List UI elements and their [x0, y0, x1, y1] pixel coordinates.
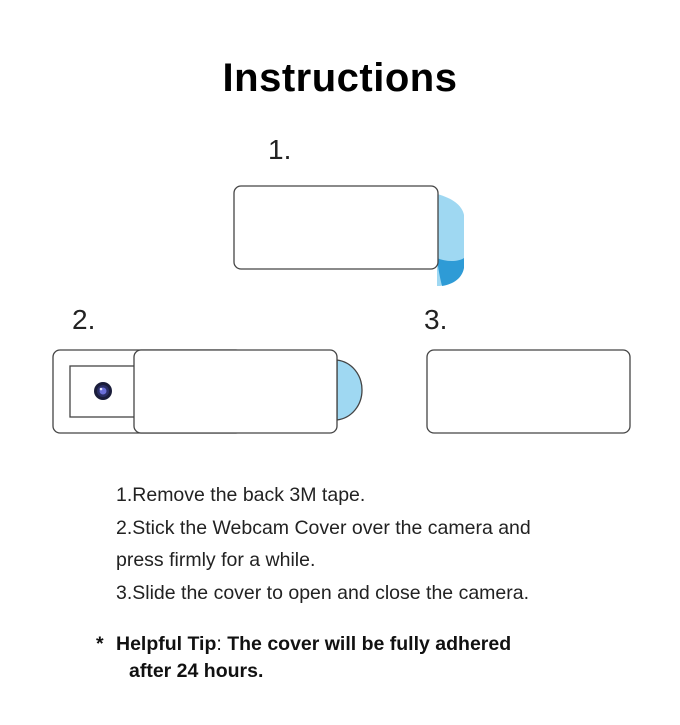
step-3-illustration — [426, 349, 631, 434]
step-1-illustration — [233, 185, 464, 286]
tape-tab — [336, 359, 363, 421]
instruction-step-3: 3.Slide the cover to open and close the … — [116, 581, 530, 604]
step-1-label: 1. — [268, 134, 292, 165]
instruction-step-2-cont: press firmly for a while. — [116, 549, 316, 571]
tip-line-1: * Helpful Tip: The cover will be fully ad… — [96, 631, 616, 658]
tip-marker: * — [96, 633, 104, 655]
tip-text-2: after 24 hours. — [129, 660, 264, 682]
step-2-label: 2. — [72, 304, 96, 335]
webcam-lens-icon — [94, 382, 112, 400]
camera-window — [69, 365, 137, 418]
step-3-label: 3. — [424, 304, 448, 335]
step-2-illustration — [52, 349, 363, 434]
sliding-cover — [133, 349, 338, 434]
instruction-list: 1.Remove the back 3M tape. 2.Stick the W… — [116, 479, 636, 609]
tape-peel-curl — [437, 258, 464, 286]
page-title: Instructions — [222, 56, 458, 100]
webcam-cover-step1 — [233, 185, 439, 270]
tip-colon: : — [216, 633, 222, 655]
instruction-step-1: 1.Remove the back 3M tape. — [116, 484, 366, 506]
helpful-tip: * Helpful Tip: The cover will be fully ad… — [96, 631, 616, 685]
webcam-cover-step3 — [426, 349, 631, 434]
tip-label: Helpful Tip — [116, 633, 217, 655]
tip-text-1: The cover will be fully adhered — [221, 633, 512, 655]
instruction-step-2: 2.Stick the Webcam Cover over the camera… — [116, 516, 531, 539]
instruction-illustrations — [52, 185, 631, 434]
